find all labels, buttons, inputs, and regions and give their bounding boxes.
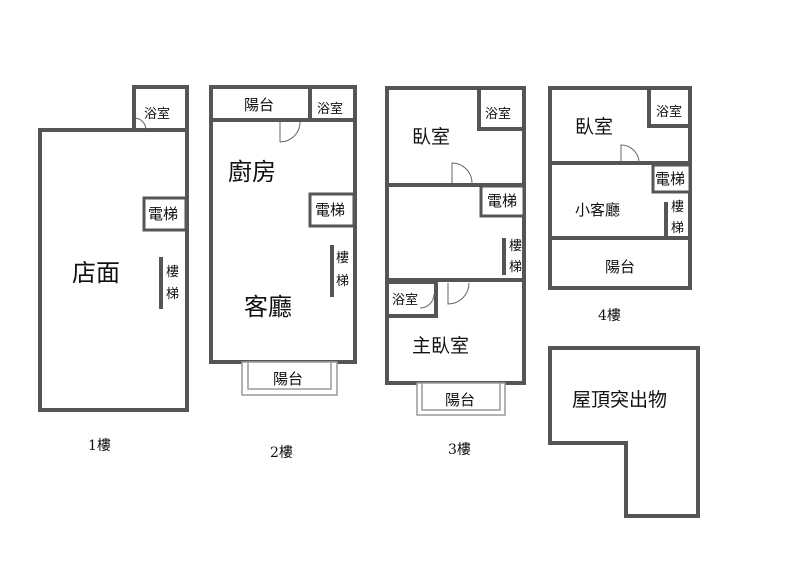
floor-2-stair-label-b: 梯 [336, 274, 349, 289]
floor-2-door [279, 121, 301, 143]
roof-label: 屋頂突出物 [572, 389, 667, 411]
roof-outline [548, 346, 700, 518]
floor-1-shop-label: 店面 [72, 259, 120, 287]
floor-1-caption: 1樓 [88, 438, 111, 454]
floor-2-bath-label: 浴室 [317, 101, 343, 117]
floor-4-caption: 4樓 [598, 308, 621, 324]
floor-3-bath-mid-label: 浴室 [392, 292, 418, 308]
floor-3-bath-mid [385, 280, 438, 318]
floor-1-bath-label: 浴室 [144, 106, 170, 122]
floor-3-elevator-label: 電梯 [487, 192, 517, 210]
floor-3-master-door [447, 282, 470, 305]
floor-1-stair-mark [159, 257, 163, 309]
floor-4-stair-mark [664, 202, 668, 238]
floor-2-kitchen-label: 廚房 [228, 158, 276, 186]
floor-1-plan: 浴室 電梯 樓 梯 店面 1樓 [38, 85, 189, 454]
floor-3-bath-mid-door [419, 293, 435, 309]
floor-3-balcony-bottom-inner [421, 382, 501, 411]
floor-1-stair-label-b: 梯 [166, 287, 179, 302]
floor-3-bedroom-door [451, 162, 473, 184]
floor-2-plan: 陽台 浴室 廚房 電梯 樓 梯 客廳 陽台 2樓 [209, 85, 357, 461]
floor-2-stair-mark [330, 245, 334, 297]
floor-3-bedroom-label: 臥室 [412, 126, 450, 148]
floor-4-elevator-label: 電梯 [655, 170, 685, 188]
floor-3-plan: 浴室 臥室 電梯 樓 梯 浴室 主臥室 陽台 3樓 [385, 86, 526, 458]
floor-4-bedroom-door [620, 144, 640, 163]
floor-2-caption: 2樓 [270, 445, 293, 461]
floor-3-elevator [479, 184, 526, 218]
floor-3-caption: 3樓 [448, 442, 471, 458]
floor-2-stair-label-a: 樓 [336, 251, 349, 266]
floor-2-balcony-bottom-label: 陽台 [273, 370, 303, 388]
floor-3-stair-label-b: 梯 [509, 260, 522, 275]
floor-2-balcony-top-label: 陽台 [244, 96, 274, 114]
floor-4-stair-label-a: 樓 [671, 200, 684, 215]
floor-4-stair-label-b: 梯 [671, 221, 684, 236]
floor-4-elevator [651, 163, 692, 194]
floor-1-elevator-label: 電梯 [148, 205, 178, 223]
floor-4-bath-label: 浴室 [656, 104, 682, 120]
floor-4-bath [647, 86, 692, 128]
roof-plan: 屋頂突出物 [548, 346, 700, 518]
floor-2-elevator-label: 電梯 [315, 201, 345, 219]
floor-1-elevator [142, 196, 188, 232]
floor-3-bath-top-label: 浴室 [485, 106, 511, 122]
floor-3-bath-top [477, 86, 526, 131]
floor-1-outline [38, 128, 189, 412]
floor-1-stair-label-a: 樓 [166, 265, 179, 280]
floor-3-stair-mark [502, 238, 506, 275]
floor-3-balcony-bottom-label: 陽台 [445, 391, 475, 409]
floor-4-balcony-label: 陽台 [605, 258, 635, 276]
floor-2-balcony-bottom-inner [247, 361, 332, 390]
floor-4-bedroom-label: 臥室 [575, 116, 613, 138]
floor-1-bath-room [132, 85, 189, 132]
floor-1-bath-door [133, 117, 147, 131]
floor-2-elevator [308, 192, 356, 228]
floor-2-living-label: 客廳 [244, 293, 292, 321]
floor-3-master-bedroom-label: 主臥室 [412, 335, 469, 357]
floor-4-small-living-label: 小客廳 [575, 201, 620, 219]
floor-4-plan: 浴室 臥室 電梯 樓 梯 小客廳 陽台 4樓 [548, 86, 692, 324]
floor-3-stair-label-a: 樓 [509, 239, 522, 254]
